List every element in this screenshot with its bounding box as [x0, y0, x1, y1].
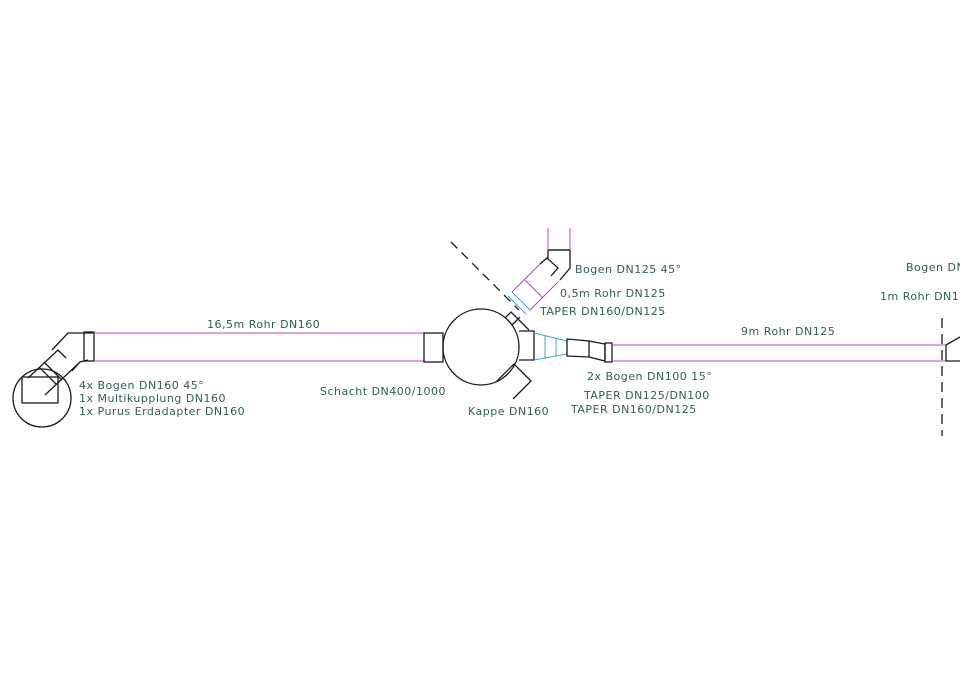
- shaft-circle: [442, 308, 520, 386]
- label-taper-right-1: TAPER DN125/DN100: [583, 389, 710, 402]
- label-bends-right: 2x Bogen DN100 15°: [587, 370, 712, 383]
- label-taper-up: TAPER DN160/DN125: [539, 305, 666, 318]
- label-pipe-right: 9m Rohr DN125: [741, 325, 835, 338]
- upward-branch: [507, 228, 571, 315]
- inlet-assembly: [12, 331, 95, 428]
- main-pipe-dn160: [94, 332, 424, 362]
- dashed-axis-line: [450, 241, 520, 311]
- label-fittings-left-3: 1x Purus Erdadapter DN160: [79, 405, 245, 418]
- bend-100-collar: [604, 342, 613, 363]
- label-bend-far: Bogen DN: [906, 261, 960, 274]
- taper-up-lines: [507, 291, 531, 315]
- shaft-up-socket: [504, 311, 530, 331]
- elbow-joint-2: [43, 361, 63, 381]
- label-pipe-up: 0,5m Rohr DN125: [560, 287, 666, 300]
- pipe-up-joint: [524, 279, 544, 299]
- right-branch: [533, 332, 946, 363]
- pipe-up-lines: [511, 263, 559, 311]
- bend-100-first: [566, 338, 590, 358]
- bend-up-outline: [539, 249, 571, 281]
- bend-collar: [83, 331, 95, 362]
- bend-100-second: [588, 340, 606, 362]
- shaft-inlet-socket: [423, 332, 444, 363]
- pipe-up-continuation: [547, 228, 571, 250]
- far-bend-outline: [945, 336, 960, 362]
- label-pipe-far: 1m Rohr DN10: [880, 290, 960, 303]
- elbow-joint-1: [39, 367, 57, 385]
- label-cap: Kappe DN160: [468, 405, 549, 418]
- far-right-fragment: [941, 318, 960, 436]
- shaft-dn400: [423, 308, 535, 400]
- multikupplung-rect: [21, 376, 59, 404]
- taper-right-lines: [533, 332, 568, 361]
- erdadapter-circle: [12, 368, 72, 428]
- label-fittings-left-1: 4x Bogen DN160 45°: [79, 379, 204, 392]
- elbow-upper-outline: [51, 332, 93, 372]
- label-fittings-left-2: 1x Multikupplung DN160: [79, 392, 226, 405]
- shaft-outlet-socket: [519, 330, 535, 361]
- label-shaft: Schacht DN400/1000: [320, 385, 446, 398]
- cap-socket: [495, 363, 532, 400]
- label-taper-right-2: TAPER DN160/DN125: [570, 403, 697, 416]
- label-pipe-main: 16,5m Rohr DN160: [207, 318, 320, 331]
- label-bend-up: Bogen DN125 45°: [575, 263, 682, 276]
